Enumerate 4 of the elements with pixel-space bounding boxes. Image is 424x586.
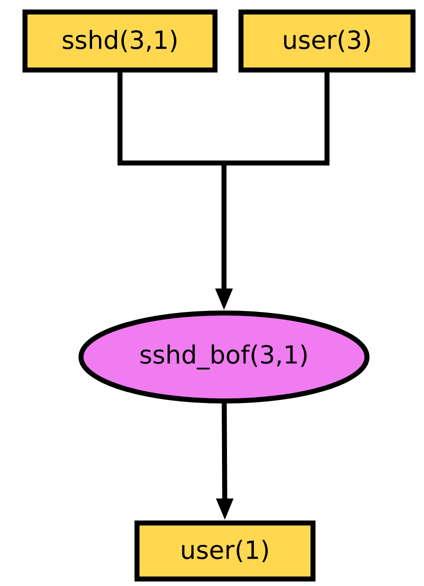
process-box: user(1) bbox=[134, 520, 316, 582]
process-box: user(3) bbox=[238, 10, 416, 72]
ellipse-node: sshd_bof(3,1) bbox=[78, 310, 370, 404]
process-box: sshd(3,1) bbox=[22, 10, 218, 72]
